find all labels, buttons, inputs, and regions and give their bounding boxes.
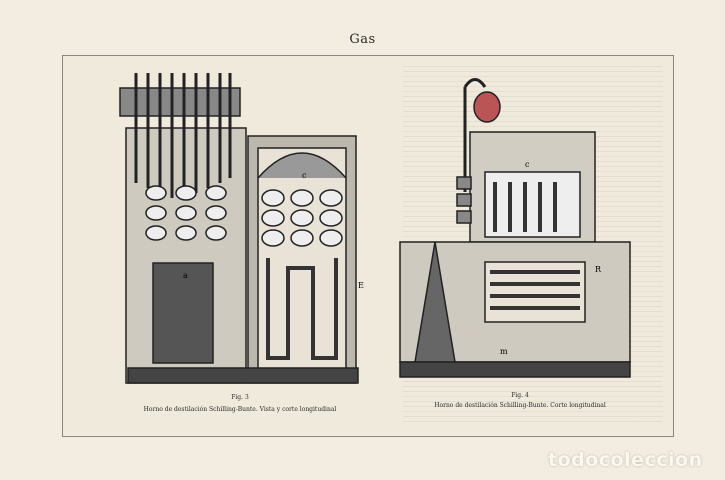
figure-4-caption: Horno de destilación Schilling-Bunte. Co…	[434, 402, 606, 409]
label-m: m	[500, 347, 508, 356]
label-R: R	[595, 265, 602, 274]
label-a: a	[183, 271, 188, 280]
watermark-logo: todocoleccion	[548, 449, 703, 471]
figure-3-illustration: a c E	[119, 73, 364, 384]
label-c: c	[302, 171, 307, 180]
figure-3-number: Fig. 3	[231, 394, 249, 401]
label-E: E	[358, 281, 364, 290]
figure-4-illustration: c R m	[399, 78, 631, 378]
page-title: Gas	[349, 32, 376, 47]
label-c: c	[525, 160, 530, 169]
figure-4-number: Fig. 4	[511, 392, 529, 399]
figure-3-caption: Horno de destilación Schilling-Bunte. Vi…	[143, 406, 337, 413]
